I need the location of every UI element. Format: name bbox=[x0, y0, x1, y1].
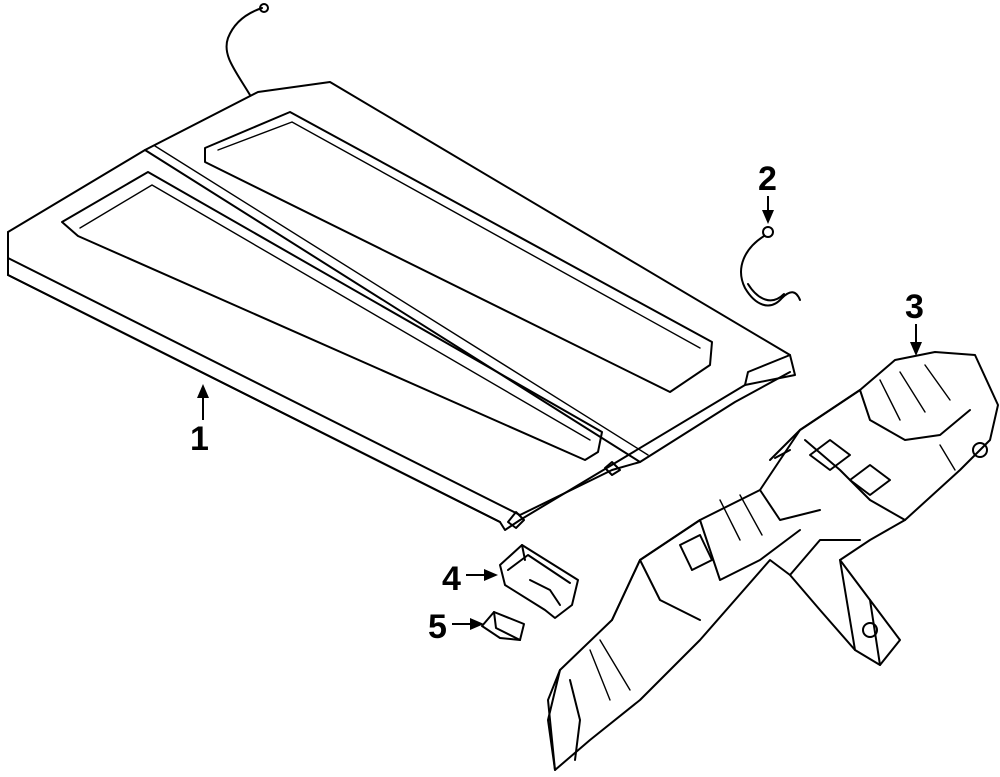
callout-label-5: 5 bbox=[428, 608, 447, 646]
callout-5: 5 bbox=[428, 608, 484, 646]
luggage-cover-panel bbox=[7, 3, 796, 531]
trim-panel-assembly bbox=[547, 351, 999, 771]
bracket-part bbox=[499, 544, 579, 619]
callout-label-1: 1 bbox=[190, 420, 209, 458]
clip-part bbox=[481, 611, 525, 641]
callout-1: 1 bbox=[190, 384, 209, 458]
cable-part bbox=[740, 226, 801, 307]
callout-4: 4 bbox=[442, 560, 498, 598]
callout-label-3: 3 bbox=[905, 288, 924, 326]
callout-2: 2 bbox=[758, 160, 777, 224]
callout-3: 3 bbox=[905, 288, 924, 356]
callout-label-2: 2 bbox=[758, 160, 777, 198]
callout-label-4: 4 bbox=[442, 560, 461, 598]
